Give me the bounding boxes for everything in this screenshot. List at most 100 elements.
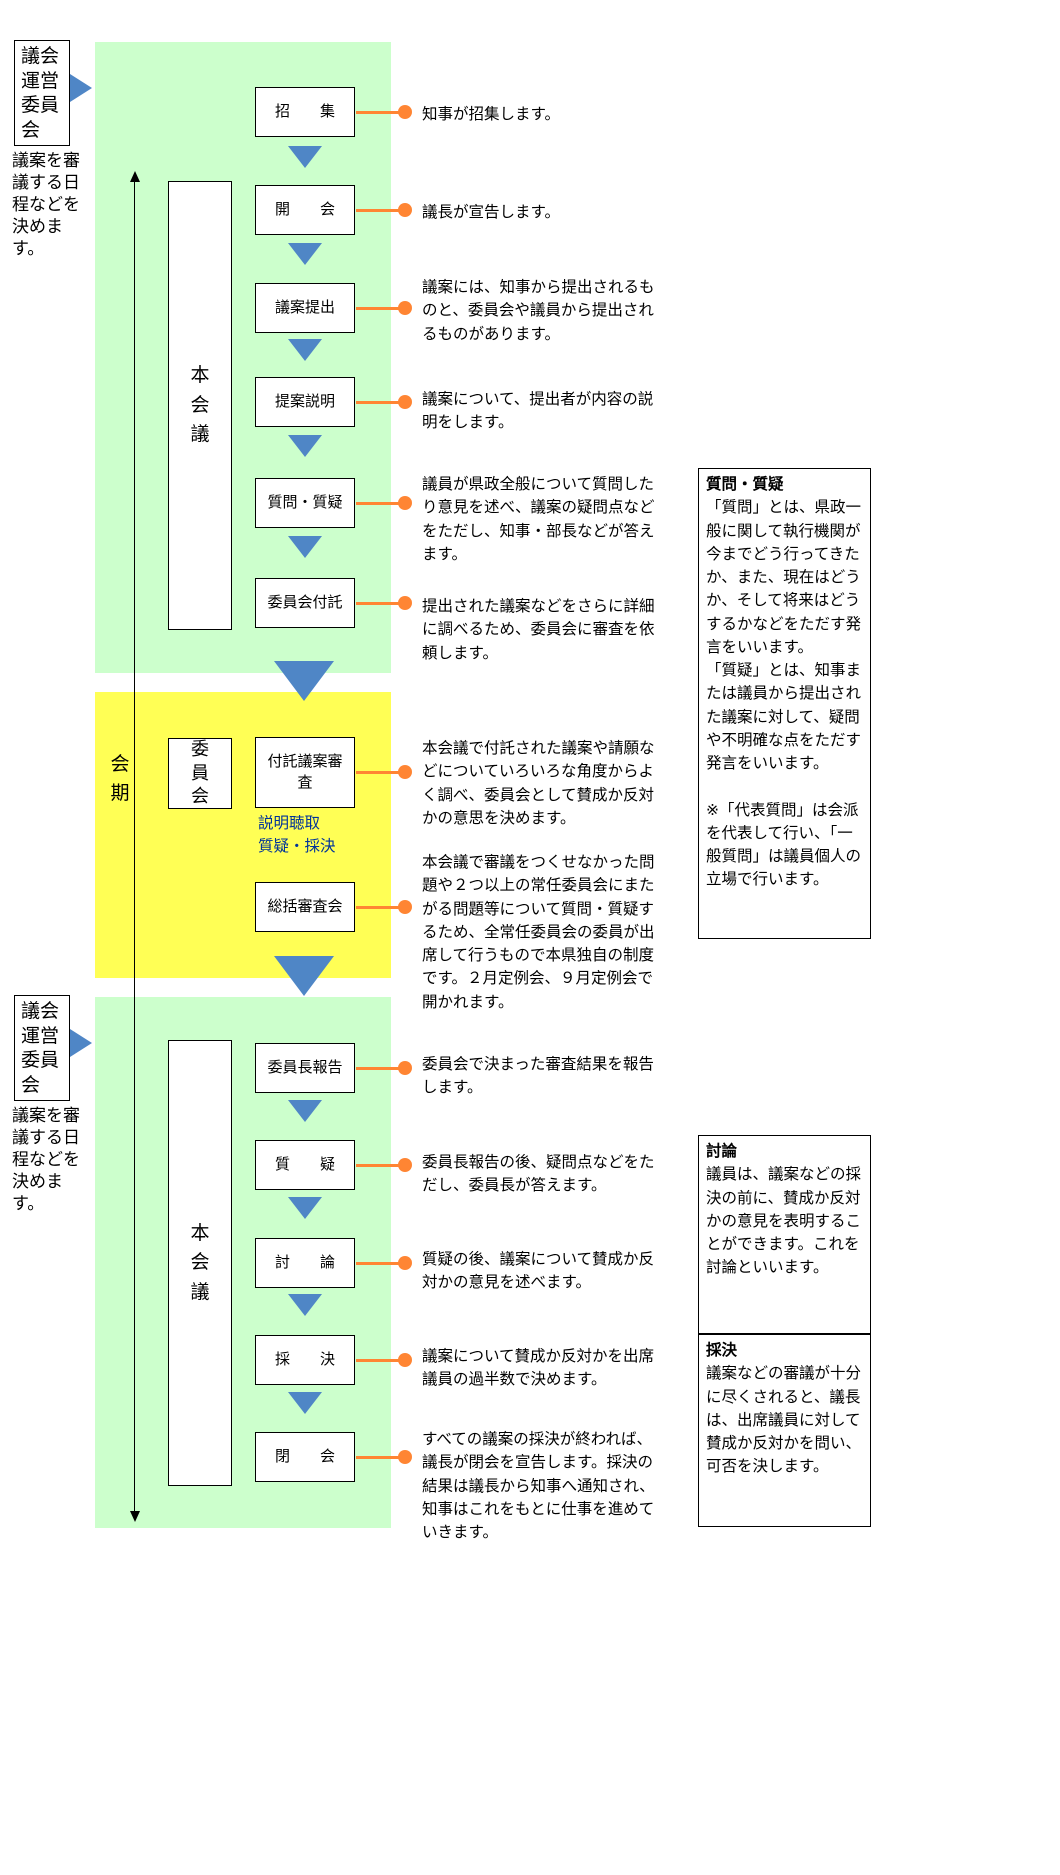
sidebar-body: 議案などの審議が十分に尽くされると、議長は、出席議員に対して賛成か反対かを問い、… [706,1365,862,1476]
step-toron: 討 論 [255,1238,355,1288]
annotation-shitsumon-shitsugi: 議員が県政全般について質問したり意見を述べ、議案の疑問点などをただし、知事・部長… [422,476,655,563]
session-period-arrow-up-icon [130,171,140,182]
session-period-label: 会期 [110,754,130,805]
step-label: 閉 会 [274,1447,335,1465]
annotation-toron: 質疑の後、議案について賛成か反対かの意見を述べます。 [422,1251,655,1292]
step-label: 委員長報告 [267,1058,343,1076]
step-heikai: 閉 会 [255,1432,355,1482]
plenary-box-1: 本会議 [168,181,232,630]
step-label: 議案提出 [274,298,335,316]
connector-dot [398,1353,412,1367]
connector-line [356,771,400,774]
step-futaku-gian-shinsa: 付託議案審査 [255,737,355,808]
step-teian-setsumei: 提案説明 [255,377,355,427]
step-shitsugi: 質 疑 [255,1140,355,1190]
flow-arrow-down-icon [288,146,322,168]
steering-arrow-right-icon [70,1029,92,1057]
connector-dot [398,395,412,409]
sidebar-title: 討論 [706,1143,738,1160]
step-label: 総括審査会 [267,897,343,915]
annotation-kaikai: 議長が宣告します。 [422,204,560,221]
step-sokatsu-shinsakai: 総括審査会 [255,882,355,932]
step-label: 開 会 [274,200,335,218]
annotation-futaku-gian-shinsa: 本会議で付託された議案や請願などについていろいろな角度からよく調べ、委員会として… [422,740,655,827]
connector-line [356,502,400,505]
connector-line [356,111,400,114]
annotation-sokatsu-shinsakai: 本会議で審議をつくせなかった問題や２つ以上の常任委員会にまたがる問題等について質… [422,854,655,1011]
connector-dot [398,765,412,779]
flow-arrow-down-icon [288,243,322,265]
step-shitsumon-shitsugi: 質問・質疑 [255,478,355,528]
step-saiketsu: 採 決 [255,1335,355,1385]
flow-arrow-down-icon [288,1100,322,1122]
connector-line [356,1456,400,1459]
session-period-arrow-down-icon [130,1511,140,1522]
annotation-iincho-hokoku: 委員会で決まった審査結果を報告します。 [422,1056,654,1097]
connector-line [356,1262,400,1265]
steering-committee-note: 議案を審議する日程などを決めます。 [12,1106,80,1214]
annotation-shitsugi: 委員長報告の後、疑問点などをただし、委員長が答えます。 [422,1154,655,1195]
plenary-label-1: 本会議 [190,365,210,446]
flow-arrow-down-icon [288,536,322,558]
session-period-line [134,181,135,1511]
connector-line [356,602,400,605]
connector-dot [398,1158,412,1172]
connector-line [356,1164,400,1167]
step-label: 質問・質疑 [267,493,343,511]
sidebar-debate-definition: 討論 議員は、議案などの採決の前に、賛成か反対かの意見を表明することができます。… [698,1135,871,1334]
sidebar-title: 質問・質疑 [706,476,784,493]
annotation-shoshu: 知事が招集します。 [422,106,560,123]
steering-committee-note: 議案を審議する日程などを決めます。 [12,151,80,259]
section-arrow-down-icon [274,956,334,996]
steering-arrow-right-icon [70,74,92,102]
plenary-label-2: 本会議 [190,1222,210,1303]
connector-line [356,1359,400,1362]
step-label: 採 決 [274,1350,335,1368]
step-label: 提案説明 [274,392,335,410]
step-label: 付託議案審査 [267,753,343,791]
committee-box: 委員会 [168,738,232,809]
annotation-heikai: すべての議案の採決が終われば、議長が閉会を宣告します。採決の結果は議長から知事へ… [422,1431,655,1541]
step-shoshu: 招 集 [255,87,355,137]
annotation-gian-teishutsu: 議案には、知事から提出されるものと、委員会や議員から提出されるものがあります。 [422,279,655,343]
connector-dot [398,496,412,510]
connector-line [356,1067,400,1070]
flow-arrow-down-icon [288,339,322,361]
connector-dot [398,1061,412,1075]
step-label: 質 疑 [274,1155,335,1173]
step-subnote: 説明聴取 質疑・採決 [258,815,336,856]
connector-dot [398,596,412,610]
flow-arrow-down-icon [288,1392,322,1414]
annotation-iinkai-futaku: 提出された議案などをさらに詳細に調べるため、委員会に審査を依頼します。 [422,598,655,662]
connector-dot [398,105,412,119]
flow-arrow-down-icon [288,1197,322,1219]
sidebar-question-definition: 質問・質疑 「質問」とは、県政一般に関して執行機関が今までどう行ってきたか、また… [698,468,871,939]
sidebar-body: 議員は、議案などの採決の前に、賛成か反対かの意見を表明することができます。これを… [706,1166,862,1277]
flow-arrow-down-icon [288,435,322,457]
steering-committee-title: 議会運営委員会 [21,1001,60,1097]
steering-committee-box-top: 議会運営委員会 [14,40,70,146]
section-arrow-down-icon [274,661,334,701]
connector-line [356,307,400,310]
sidebar-title: 採決 [706,1342,738,1359]
connector-dot [398,1450,412,1464]
flow-arrow-down-icon [288,1294,322,1316]
annotation-saiketsu: 議案について賛成か反対かを出席議員の過半数で決めます。 [422,1348,655,1389]
step-iinkai-futaku: 委員会付託 [255,578,355,628]
connector-dot [398,900,412,914]
step-label: 委員会付託 [267,593,343,611]
steering-committee-title: 議会運営委員会 [21,46,60,142]
committee-label: 委員会 [191,739,209,807]
step-label: 討 論 [274,1253,335,1271]
sidebar-vote-definition: 採決 議案などの審議が十分に尽くされると、議長は、出席議員に対して賛成か反対かを… [698,1334,871,1527]
sidebar-body: 「質問」とは、県政一般に関して執行機関が今までどう行ってきたか、また、現在はどう… [706,499,862,889]
connector-dot [398,301,412,315]
steering-committee-box-bottom: 議会運営委員会 [14,995,70,1101]
plenary-section-1-bg [95,42,391,673]
connector-dot [398,1256,412,1270]
plenary-box-2: 本会議 [168,1040,232,1486]
connector-line [356,906,400,909]
step-gian-teishutsu: 議案提出 [255,283,355,333]
connector-line [356,209,400,212]
